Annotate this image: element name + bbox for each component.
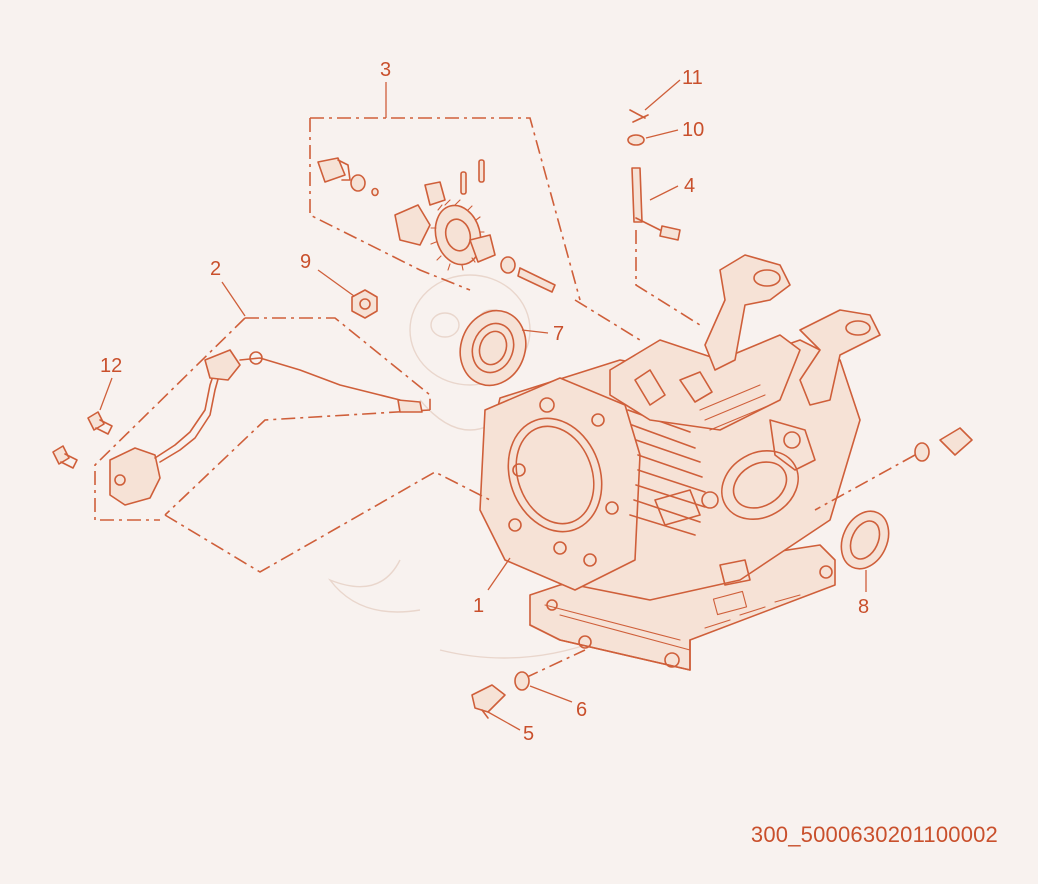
leader-dash-3 [574, 299, 641, 341]
leader-dash-6 [524, 649, 586, 679]
callout-5: 5 [523, 723, 534, 745]
leader-dash-8 [814, 454, 916, 511]
callout-7: 7 [553, 323, 564, 345]
oil-seal-8 [840, 427, 973, 570]
nut-9 [351, 289, 378, 319]
oil-alert-switch [109, 349, 423, 506]
leader-dash-4 [635, 230, 701, 326]
document-code: 300_5000630201100002 [750, 822, 998, 847]
callout-10: 10 [682, 119, 704, 141]
crankcase [479, 254, 881, 671]
leader-10 [645, 129, 679, 139]
callout-3: 3 [380, 59, 391, 81]
group2-boundary [94, 317, 431, 521]
callout-4: 4 [684, 175, 695, 197]
leader-9 [317, 269, 355, 297]
group3-boundary [309, 117, 581, 301]
leader-1 [487, 557, 511, 591]
callout-9: 9 [300, 251, 311, 273]
governor-rod-4 [627, 109, 681, 241]
leader-4 [649, 185, 679, 201]
leader-11 [644, 79, 681, 111]
watermark-mascot [327, 274, 601, 659]
callout-1: 1 [473, 595, 484, 617]
callout-2: 2 [210, 258, 221, 280]
callout-6: 6 [576, 699, 587, 721]
leader-5 [487, 711, 521, 731]
leader-dash-2 [164, 471, 491, 573]
leader-7 [521, 329, 549, 334]
callout-8: 8 [858, 596, 869, 618]
drain-plug-5 [471, 671, 530, 719]
callout-11: 11 [682, 67, 703, 89]
bearing-7 [459, 309, 527, 387]
leader-12 [99, 377, 113, 411]
leader-6 [529, 685, 573, 703]
governor-assembly [317, 157, 556, 293]
bolts-12 [52, 411, 113, 469]
leader-2 [221, 281, 246, 317]
callout-12: 12 [100, 355, 122, 377]
